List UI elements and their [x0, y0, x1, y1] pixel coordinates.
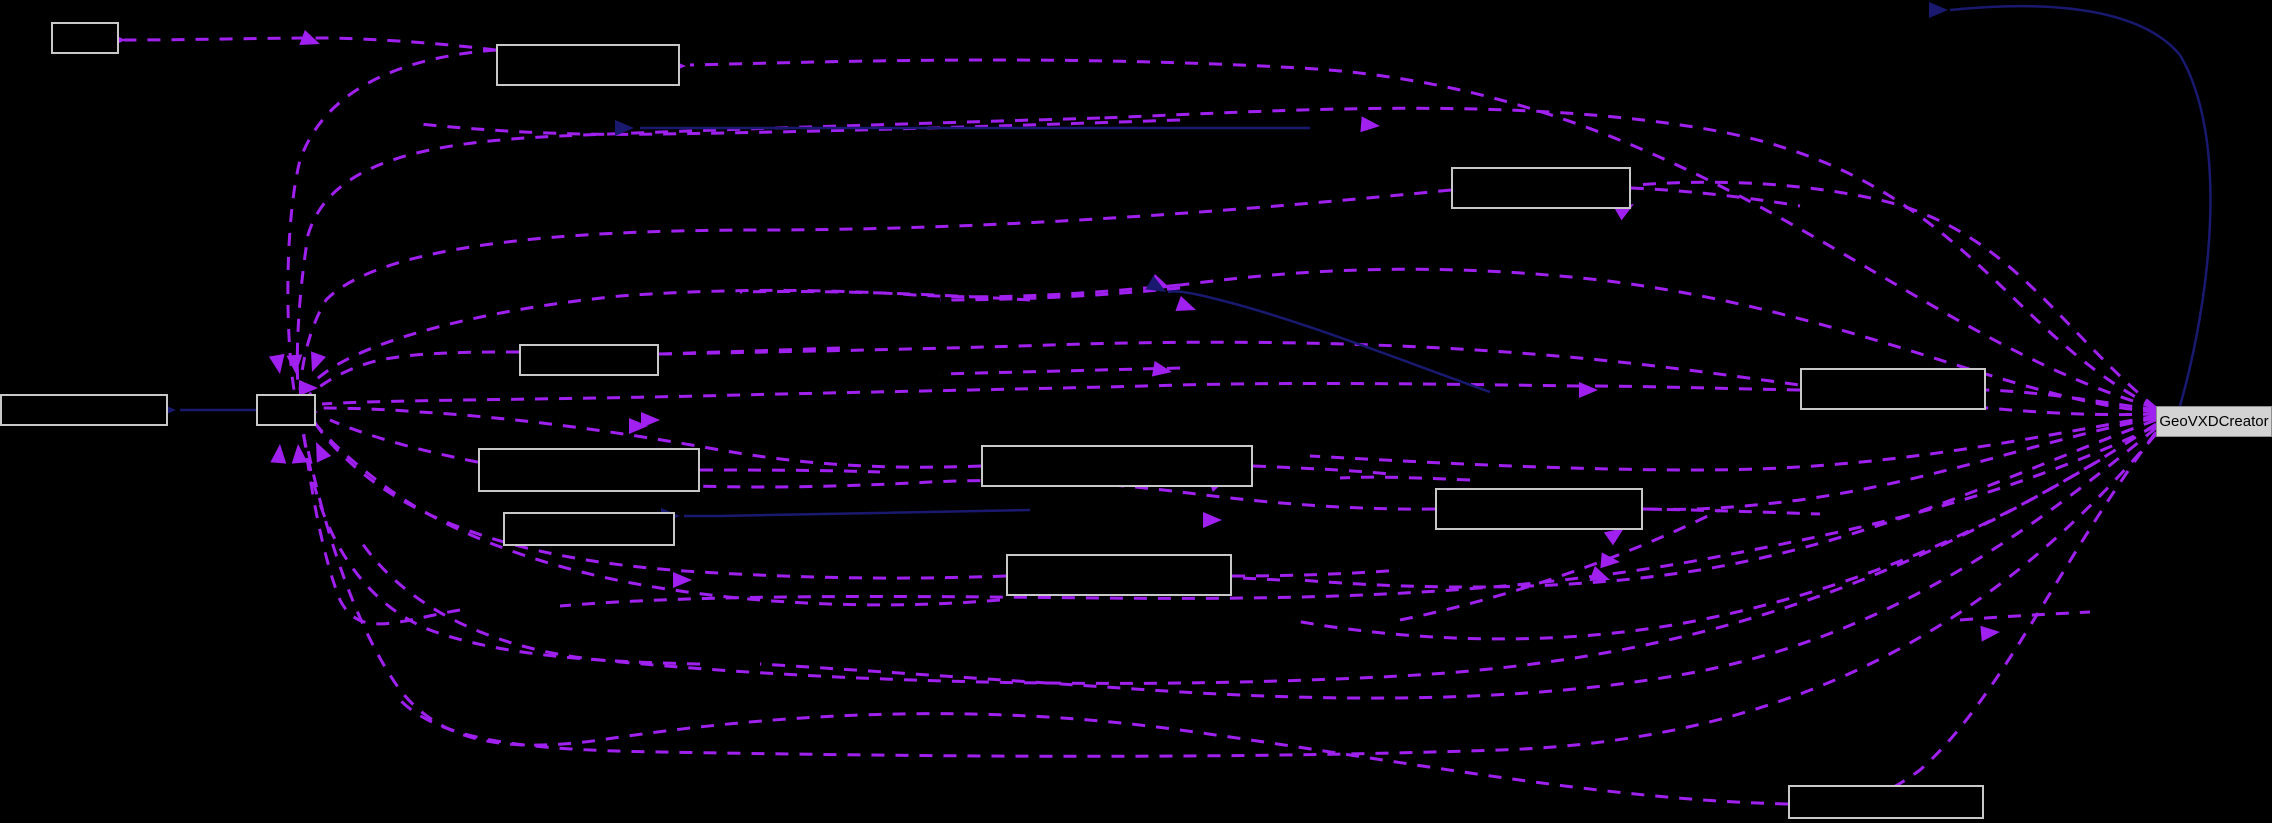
arrowhead-low-1 [1600, 552, 1620, 569]
node-box-8[interactable] [478, 448, 700, 492]
arrowhead-to-n6-a [299, 380, 318, 396]
node-box-6[interactable] [256, 394, 316, 426]
edge-bigbot2 [358, 458, 2101, 685]
node-box-7[interactable] [1800, 368, 1986, 410]
edge-n4-to-n6 [306, 350, 520, 398]
edge-diag-2 [1959, 610, 2091, 622]
arrowhead-to-n6-d [629, 418, 648, 434]
node-box-9[interactable] [981, 445, 1253, 487]
arrowhead-n6-up3 [310, 351, 326, 372]
arrowhead-solid-top [615, 120, 634, 136]
edge-solid-n10 [684, 508, 1031, 518]
arrowhead-to-n11 [1603, 528, 1624, 546]
edge-left-n6 [321, 381, 1581, 406]
node-box-4[interactable] [519, 344, 659, 376]
edge-solid-selfloop [1949, 4, 2212, 407]
edge-bigbot [398, 433, 2158, 758]
node-box-12[interactable] [1006, 554, 1232, 596]
edge-n0-to-n10 [759, 426, 2157, 700]
edge-diag-1 [1399, 508, 1721, 622]
edge-n13-low [304, 439, 1789, 806]
node-box-11[interactable] [1435, 488, 1643, 530]
node-box-10[interactable] [503, 512, 675, 546]
arrowhead-solid-selfloop [1929, 2, 1948, 18]
node-box-1[interactable] [51, 22, 119, 54]
arrowhead-to-n6-c [641, 412, 660, 428]
edge-n2-to-n1 [123, 36, 497, 52]
edge-n0-to-n13 [1809, 431, 2158, 806]
arrowhead-n6-up1 [268, 353, 285, 374]
edge-n8-stub [699, 468, 881, 474]
arrowhead-solid-mid [1145, 275, 1166, 292]
edge-n11-stub [1642, 507, 1821, 516]
edge-n3-to-n6 [298, 188, 1452, 391]
edge-n0-to-n4 [662, 340, 2157, 417]
edge-upper1-n6 [295, 116, 1101, 391]
edge-n0-to-n7 [1985, 388, 2157, 412]
edge-hi-1 [939, 286, 1181, 302]
node-box-5[interactable] [0, 394, 168, 426]
arrowhead-n6-dn3 [316, 442, 332, 463]
arrowhead-low-2 [1589, 566, 1610, 582]
arrowhead-n6-dn2 [291, 444, 308, 464]
arrowhead-upper-1 [1360, 116, 1380, 133]
edge-solid-mid [1167, 290, 1491, 394]
arrowhead-n6-dn1 [270, 444, 287, 464]
node-box-2[interactable] [496, 44, 680, 86]
node-box-3[interactable] [1451, 167, 1631, 209]
edge-lower2 [300, 419, 461, 626]
edge-n0-to-n3 [1635, 180, 2157, 410]
edge-n2-to-n6 [286, 48, 497, 391]
edge-n0-upper1 [1099, 106, 2157, 410]
arrowhead-hi-2 [1175, 296, 1196, 312]
edge-stub-b [1339, 475, 1471, 482]
dashed-edges-group [123, 36, 2158, 806]
edge-n0-to-n2 [689, 58, 2157, 410]
arrowhead-up-left-1 [299, 30, 320, 46]
arrowhead-to-n10l [673, 572, 692, 588]
node-focus-geovxdcreator[interactable]: GeoVXDCreator [2156, 406, 2272, 437]
edge-n0-to-n12 [1299, 418, 2157, 589]
edge-lower1 [559, 424, 2157, 608]
dashed-arrowheads-group [107, 30, 2000, 813]
node-focus-geovxdcreator-label: GeoVXDCreator [2159, 413, 2269, 430]
edge-topcurve [419, 118, 1181, 136]
node-box-13[interactable] [1788, 785, 1984, 819]
edge-n9-to-n6 [317, 406, 982, 469]
arrowhead-low-3 [1980, 625, 2000, 642]
edge-n8-to-n6 [306, 413, 1001, 607]
edge-n7-left [1579, 384, 1801, 392]
arrowhead-hi-3 [1151, 360, 1172, 377]
edge-n12-stub [1231, 568, 1401, 578]
solid-edges-group [180, 4, 2212, 518]
edge-n0-to-n9 [1309, 414, 2157, 472]
edge-mid1-n6 [299, 283, 1181, 397]
arrowhead-n6-up2 [286, 354, 303, 374]
edge-n9-stub [1252, 464, 1391, 476]
edge-n3-stub [1630, 186, 1801, 208]
edge-hi-3 [739, 289, 1031, 302]
edge-hi-2 [939, 366, 1181, 376]
arrowhead-mid-r2 [1203, 512, 1222, 528]
arrowhead-mid-r1 [1579, 382, 1598, 398]
edge-n12-to-n6 [310, 417, 1007, 580]
edge-n0-to-n11 [1645, 416, 2157, 511]
edge-n0-to-n8 [1289, 422, 2157, 641]
